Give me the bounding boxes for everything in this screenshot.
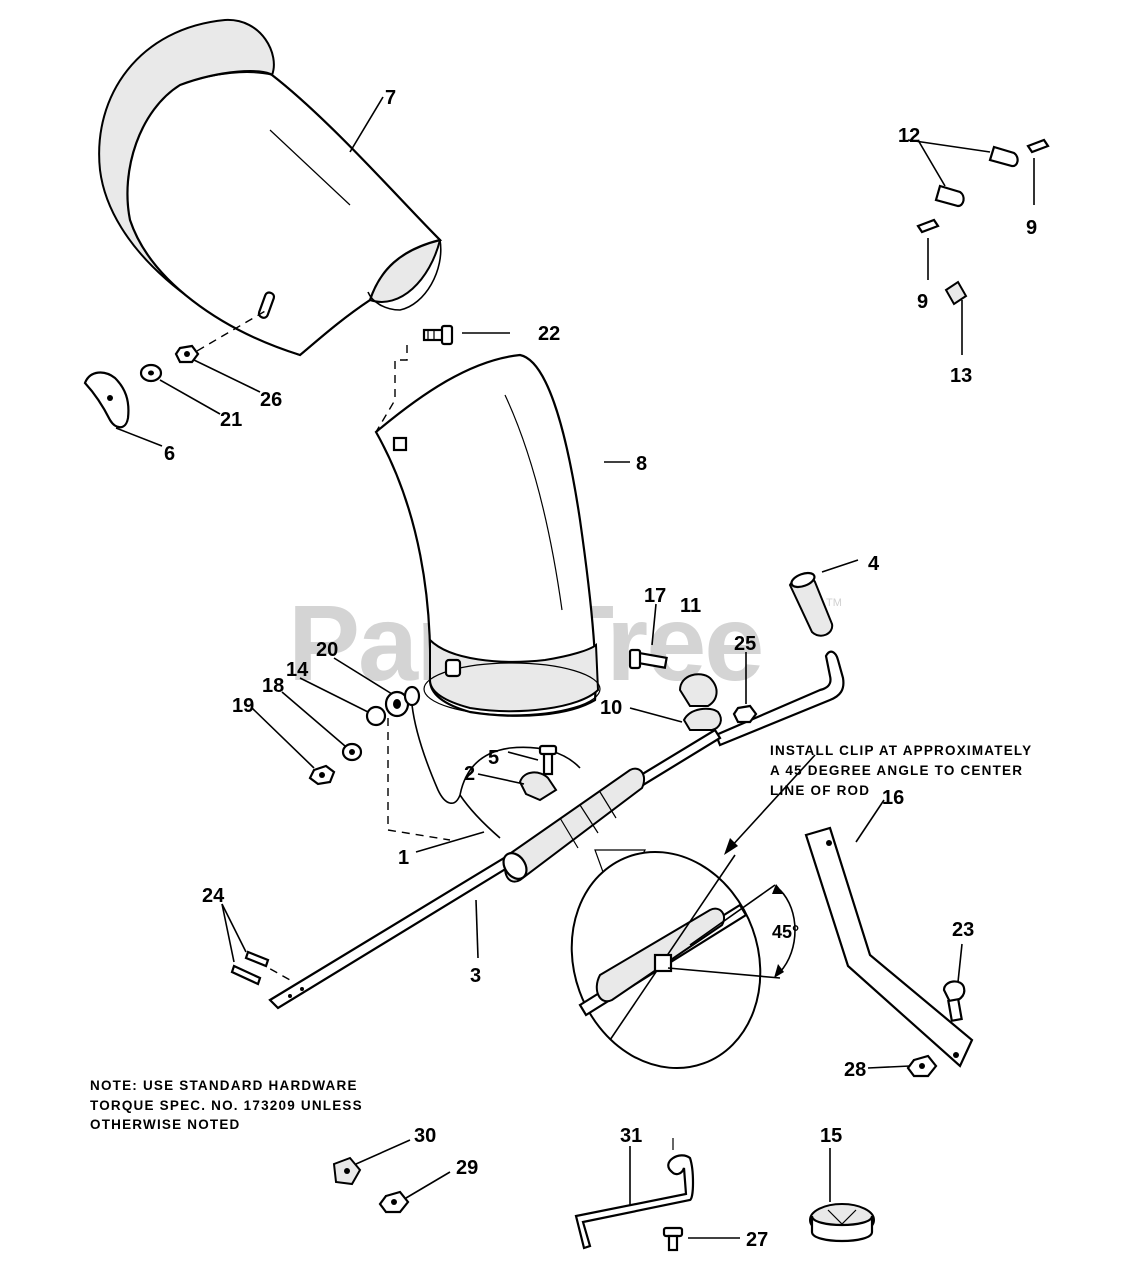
part-10-clamp — [682, 707, 722, 731]
part-7-chute-hood — [98, 18, 443, 357]
callout-6: 6 — [164, 443, 175, 465]
part-19-nut — [308, 764, 336, 786]
part-9-spring-pin-a — [916, 218, 940, 234]
part-30-fitting — [332, 1156, 362, 1186]
angle-label: 45° — [772, 922, 799, 942]
callout-labels: 7 12 9 9 13 22 26 21 6 8 4 17 11 25 10 2… — [164, 87, 1037, 1251]
part-5-bolt — [538, 744, 558, 776]
callout-7: 7 — [385, 87, 396, 109]
install-note: INSTALL CLIP AT APPROXIMATELY A 45 DEGRE… — [770, 743, 1032, 798]
callout-8: 8 — [636, 453, 647, 475]
install-note-line-2: A 45 DEGREE ANGLE TO CENTER — [770, 763, 1023, 778]
callout-28: 28 — [844, 1059, 866, 1081]
part-1-cable — [411, 704, 581, 839]
install-note-line-3: LINE OF ROD — [770, 783, 870, 798]
callout-27: 27 — [746, 1229, 768, 1251]
callout-22: 22 — [538, 323, 560, 345]
part-29-nut — [378, 1190, 410, 1214]
part-31-rod — [574, 1138, 695, 1250]
part-28-nut — [906, 1054, 938, 1078]
callout-16: 16 — [882, 787, 904, 809]
part-6-handle-knob — [83, 371, 130, 429]
callout-10: 10 — [600, 697, 622, 719]
callout-4: 4 — [868, 553, 880, 575]
rod-sleeve — [502, 767, 646, 883]
callout-21: 21 — [220, 409, 242, 431]
part-23-bolt — [942, 980, 966, 1022]
callout-20: 20 — [316, 639, 338, 661]
part-15-cap — [809, 1203, 875, 1243]
footer-note: NOTE: USE STANDARD HARDWARE TORQUE SPEC.… — [90, 1078, 363, 1132]
callout-12: 12 — [898, 125, 920, 147]
callout-25: 25 — [734, 633, 756, 655]
callout-30: 30 — [414, 1125, 436, 1147]
footer-note-line-2: TORQUE SPEC. NO. 173209 UNLESS — [90, 1098, 363, 1113]
part-12-pin-a — [934, 184, 965, 208]
part-2-clip — [518, 771, 558, 802]
part-12-pin-b — [988, 145, 1019, 168]
callout-9-right: 9 — [1026, 217, 1037, 239]
part-22-bolt — [422, 324, 454, 346]
callout-29: 29 — [456, 1157, 478, 1179]
callout-26: 26 — [260, 389, 282, 411]
callout-31: 31 — [620, 1125, 642, 1147]
install-note-line-1: INSTALL CLIP AT APPROXIMATELY — [770, 743, 1032, 758]
callout-19: 19 — [232, 695, 254, 717]
part-26-nut — [174, 344, 200, 364]
part-13-clip — [944, 280, 968, 306]
callout-11: 11 — [680, 595, 701, 617]
callout-5: 5 — [488, 747, 499, 769]
footer-note-line-3: OTHERWISE NOTED — [90, 1117, 241, 1132]
part-21-washer — [139, 363, 163, 383]
part-16-bracket — [804, 826, 974, 1068]
callout-23: 23 — [952, 919, 974, 941]
part-17-bolt — [628, 648, 668, 670]
part-24-pins — [230, 950, 270, 986]
part-11-clamp — [678, 673, 718, 707]
callout-24: 24 — [202, 885, 225, 907]
part-9-spring-pin-b — [1026, 138, 1050, 154]
callout-18: 18 — [262, 675, 284, 697]
part-8-lower-chute — [374, 353, 601, 717]
callout-14: 14 — [286, 659, 309, 681]
watermark-tm: TM — [826, 597, 842, 609]
part-4-grip — [788, 571, 834, 637]
part-14-washer — [365, 705, 387, 727]
part-27-screw — [662, 1226, 684, 1252]
detail-view: 45° — [570, 754, 816, 1070]
callout-17: 17 — [644, 585, 666, 607]
callout-9-left: 9 — [917, 291, 928, 313]
callout-1: 1 — [398, 847, 409, 869]
callout-3: 3 — [470, 965, 481, 987]
callout-15: 15 — [820, 1125, 842, 1147]
callout-13: 13 — [950, 365, 972, 387]
leader-lines — [115, 96, 1035, 1239]
callout-2: 2 — [464, 763, 475, 785]
part-18-washer — [341, 742, 363, 762]
part-25-nut — [732, 704, 758, 724]
footer-note-line-1: NOTE: USE STANDARD HARDWARE — [90, 1078, 358, 1093]
